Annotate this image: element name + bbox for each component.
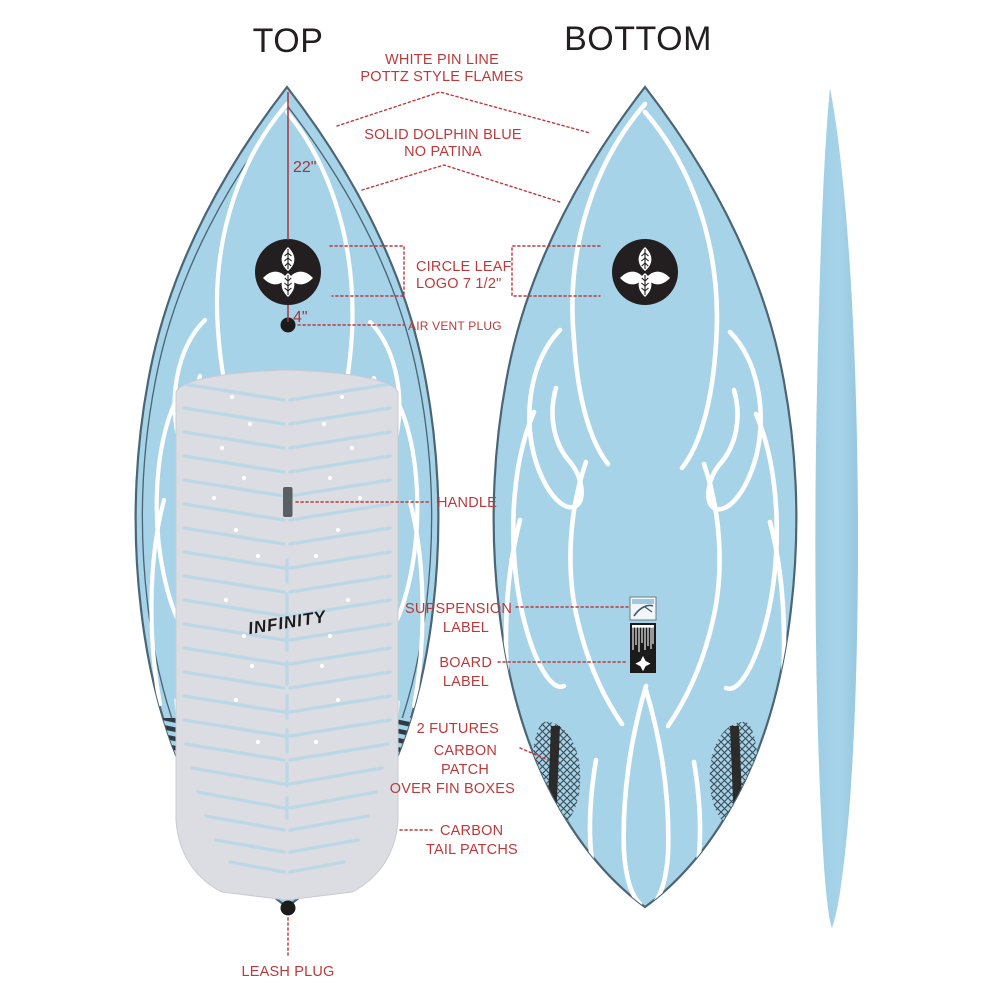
bottom-board-outline xyxy=(492,85,798,909)
bottom-flame-pinlines xyxy=(503,101,787,907)
board-label-sticker xyxy=(630,623,656,673)
annotation-tail-patch-2: TAIL PATCHS xyxy=(426,842,518,858)
annotation-carbon-patch-1: CARBON xyxy=(434,743,497,759)
annotation-suspension-2: LABEL xyxy=(443,620,489,636)
deck-pad: INFINITY xyxy=(175,369,399,901)
bottom-view xyxy=(492,85,798,909)
annotation-futures: 2 FUTURES xyxy=(417,721,499,737)
bottom-view-title: BOTTOM xyxy=(564,20,712,58)
suspension-label-sticker xyxy=(629,596,657,621)
deck-pad-grooves xyxy=(182,382,392,874)
circle-leaf-logo-bottom xyxy=(612,239,678,305)
circle-leaf-logo-top xyxy=(255,239,321,305)
bottom-board-art xyxy=(503,101,787,907)
annotation-circle-leaf-1: CIRCLE LEAF xyxy=(416,259,512,275)
deck-pad-highlights xyxy=(211,394,363,745)
annotation-dolphin-blue-2: NO PATINA xyxy=(404,144,482,160)
leash-plug-dot xyxy=(280,900,296,916)
annotation-leash-plug: LEASH PLUG xyxy=(241,964,334,980)
annotation-board-label-2: LABEL xyxy=(443,674,489,690)
annotation-suspension-1: SUPSPENSION xyxy=(405,601,512,617)
annotation-circle-leaf-2: LOGO 7 1/2" xyxy=(416,276,502,292)
annotation-white-pin-line-2: POTTZ STYLE FLAMES xyxy=(360,69,523,85)
annotation-carbon-patch-3: OVER FIN BOXES xyxy=(390,781,515,797)
annotation-carbon-patch-2: PATCH xyxy=(441,762,489,778)
rail-profile-view xyxy=(815,88,858,928)
handle-slot xyxy=(283,487,293,517)
annotation-air-vent-plug: AIR VENT PLUG xyxy=(408,319,502,333)
annotation-handle: HANDLE xyxy=(437,495,497,511)
leaf-veins xyxy=(284,249,292,295)
dim-nose-to-logo-value: 22" xyxy=(293,159,316,176)
annotation-board-label-1: BOARD xyxy=(439,655,492,671)
annotation-dolphin-blue-1: SOLID DOLPHIN BLUE xyxy=(364,127,522,143)
board-label-star-icon xyxy=(635,656,651,672)
top-view-title: TOP xyxy=(253,22,324,60)
annotation-tail-patch-1: CARBON xyxy=(440,823,503,839)
annotation-white-pin-line-1: WHITE PIN LINE xyxy=(385,52,499,68)
rail-profile-shape xyxy=(815,88,858,928)
leader-lines xyxy=(287,91,629,959)
air-vent-plug-dot xyxy=(280,317,296,333)
dim-logo-to-vent-value: 4" xyxy=(293,309,308,326)
